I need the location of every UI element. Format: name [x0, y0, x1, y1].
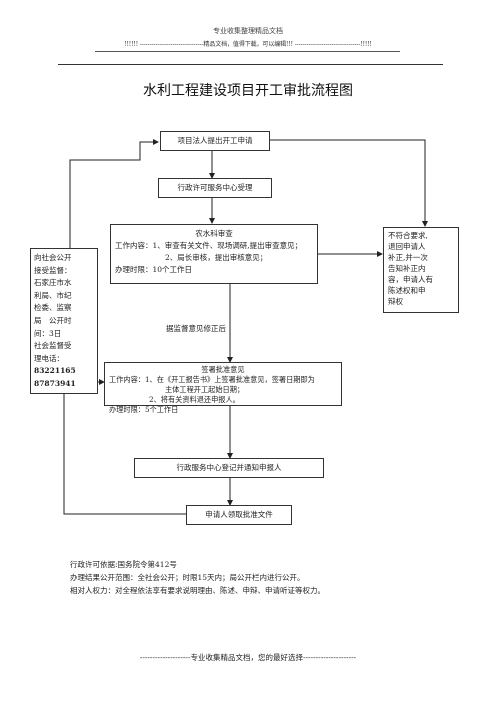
node-approve-line-4: 办理时限：5个工作日 — [109, 405, 179, 414]
node-apply: 项目法人提出开工申请 — [160, 131, 270, 151]
node-reject-line-2: 退回申请人 — [388, 242, 426, 251]
node-review-line-2: 2、局长审核，提出审核意见； — [165, 253, 268, 262]
node-approve-line-2: 主体工程开工起始日期； — [165, 385, 245, 394]
node-collect: 申请人领取批准文件 — [186, 505, 292, 525]
node-review: 农水科审查 工作内容：1、审查有关文件、现场调研,提出审查意见； 2、局长审核，… — [110, 224, 318, 284]
header-line-1: 专业收集整理精品文档 — [213, 27, 283, 35]
node-review-line-3: 办理时限：10个工作日 — [115, 265, 193, 274]
node-supervise-line-1: 向社会公开 — [34, 253, 72, 262]
node-register: 行政服务中心登记并通知申报人 — [134, 458, 324, 478]
header-rule — [95, 51, 400, 52]
line-collect-supervise — [63, 394, 186, 515]
node-reject: 不符合要求, 退回申请人 补正,并一次 告知补正内 容，申请人有 陈述权和申 辩… — [383, 227, 459, 313]
node-supervise-line-7: 间：3日 — [34, 328, 62, 338]
node-approve: 签署批准意见 工作内容：1、在《开工报告书》上签署批准意见，签署日期即为 主体工… — [104, 362, 342, 414]
node-approve-line-3: 2、将有关资料退还申报人。 — [149, 395, 240, 404]
node-reject-line-7: 辩权 — [388, 297, 403, 306]
page-title: 水利工程建设项目开工审批流程图 — [143, 83, 353, 99]
node-supervise-line-8: 社会监督受 — [34, 341, 72, 351]
node-approve-title: 签署批准意见 — [201, 365, 245, 374]
arrow-supervise-apply — [69, 139, 159, 248]
node-reject-line-3: 补正,并一次 — [388, 253, 428, 262]
page-footer: --------------------专业收集精品文档，您的最好选择-----… — [139, 653, 357, 662]
node-supervise-line-11: 87873941 — [34, 378, 76, 388]
node-register-label: 行政服务中心登记并通知申报人 — [176, 463, 282, 472]
node-supervise-line-10: 83221165 — [34, 366, 76, 376]
node-reject-line-6: 陈述权和申 — [388, 286, 426, 295]
header-line-2: !!!!!! ---------------------------------… — [124, 41, 372, 48]
node-supervise-line-9: 理电话： — [34, 353, 64, 363]
note-rights: 相对人权力：对全程依法享有要求说明理由、陈述、申辩、申请听证等权力。 — [70, 586, 325, 595]
node-reject-line-5: 容，申请人有 — [388, 275, 433, 284]
node-accept-label: 行政许可服务中心受理 — [177, 183, 253, 192]
node-supervise-line-2: 接受监督： — [34, 265, 72, 275]
node-apply-label: 项目法人提出开工申请 — [177, 136, 253, 145]
footnotes: 行政许可依据:国务院令第412号 办理结果公开范围：全社会公开；时限15天内；局… — [70, 558, 325, 597]
note-publicity: 办理结果公开范围：全社会公开；时限15天内；局公开栏内进行公开。 — [70, 573, 305, 582]
node-supervise-line-6: 局 公开时 — [34, 315, 72, 325]
node-reject-line-4: 告知补正内 — [388, 264, 426, 273]
node-collect-label: 申请人领取批准文件 — [205, 510, 273, 519]
node-review-line-1: 工作内容：1、审查有关文件、现场调研,提出审查意见； — [115, 241, 303, 250]
header-divider — [58, 64, 443, 65]
node-accept: 行政许可服务中心受理 — [158, 178, 272, 198]
node-reject-line-1: 不符合要求, — [388, 231, 428, 240]
node-supervise-line-5: 检委、监察 — [34, 303, 72, 313]
node-approve-line-1: 工作内容：1、在《开工报告书》上签署批准意见，签署日期即为 — [109, 375, 315, 384]
arrow-apply-reject — [270, 139, 428, 227]
edge-note-revise: 据监督意见修正后 — [166, 324, 226, 333]
node-supervise-line-4: 利局、市纪 — [34, 290, 72, 300]
node-supervise-line-3: 石家庄市水 — [34, 278, 72, 288]
note-basis: 行政许可依据:国务院令第412号 — [70, 560, 177, 569]
node-supervise: 向社会公开 接受监督： 石家庄市水 利局、市纪 检委、监察 局 公开时 间：3日… — [30, 248, 98, 394]
node-review-title: 农水科审查 — [195, 229, 233, 238]
